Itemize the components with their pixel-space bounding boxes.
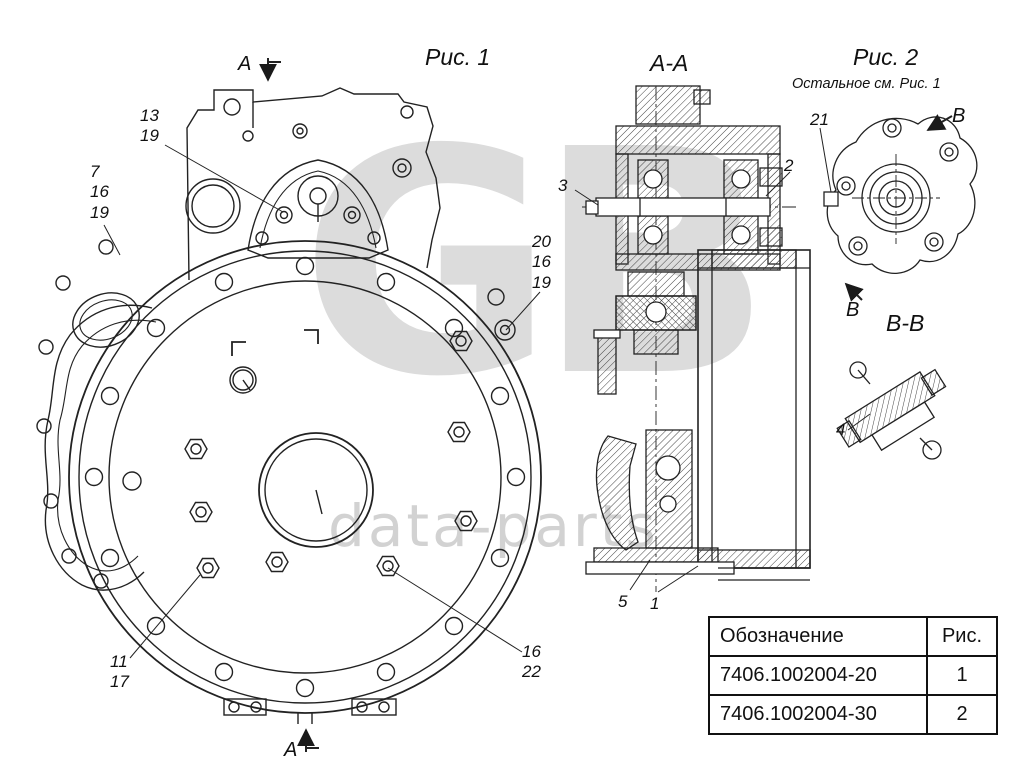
upper-bearing-assembly xyxy=(585,85,783,271)
callout-13-19: 13 19 xyxy=(140,106,159,147)
table-row: 7406.1002004-30 2 xyxy=(708,694,998,735)
designation-cell: 7406.1002004-30 xyxy=(708,694,928,735)
section-mark-a xyxy=(259,58,319,752)
housing-flange xyxy=(68,240,542,714)
section-mark-b xyxy=(844,114,953,302)
central-opening xyxy=(258,432,374,548)
callout-5: 5 xyxy=(618,592,628,611)
fig1-drawing xyxy=(36,58,542,752)
callout-number: 16 xyxy=(90,182,109,202)
side-cover xyxy=(36,239,157,591)
gear-train xyxy=(593,271,697,395)
section-marker-b-bottom: В xyxy=(846,299,860,321)
section-aa-title: А-А xyxy=(650,50,689,76)
figure-cell: 1 xyxy=(926,655,998,696)
col-designation-header: Обозначение xyxy=(708,616,928,657)
callout-7-16-19: 7 16 19 xyxy=(90,162,109,223)
callout-number: 16 xyxy=(522,642,541,661)
leader-lines xyxy=(103,127,871,659)
fig2-title: Рис. 2 xyxy=(853,44,919,70)
callout-4: 4 xyxy=(836,420,846,439)
callout-number: 16 xyxy=(532,252,551,272)
section-bb-drawing xyxy=(836,361,947,460)
callout-11-17: 11 17 xyxy=(110,652,129,693)
callout-number: 19 xyxy=(140,126,159,146)
callout-number: 17 xyxy=(110,672,129,692)
clutch-housing-wall xyxy=(697,249,811,569)
table-header-row: Обозначение Рис. xyxy=(708,616,998,657)
section-marker-b-top: В xyxy=(952,105,966,127)
figure-cell: 2 xyxy=(926,694,998,735)
callout-number: 19 xyxy=(90,202,109,222)
callout-number: 11 xyxy=(110,652,128,671)
callout-number: 13 xyxy=(140,106,159,125)
callout-2: 2 xyxy=(784,156,794,175)
callout-16-22: 16 22 xyxy=(522,642,541,683)
callout-20-16-19: 20 16 19 xyxy=(532,232,551,293)
designation-cell: 7406.1002004-20 xyxy=(708,655,928,696)
callout-1: 1 xyxy=(650,594,660,613)
release-mechanism xyxy=(585,429,810,581)
section-aa-drawing xyxy=(582,85,811,592)
table-row: 7406.1002004-20 1 xyxy=(708,655,998,696)
fig1-title: Рис. 1 xyxy=(425,44,491,70)
callout-number: 19 xyxy=(532,272,551,292)
callout-number: 7 xyxy=(90,162,100,181)
callout-3: 3 xyxy=(558,176,568,195)
callout-number: 22 xyxy=(522,662,541,682)
bottom-feet xyxy=(223,698,397,724)
callout-21: 21 xyxy=(810,110,829,129)
face-details xyxy=(122,288,516,579)
section-marker-a-bottom: А xyxy=(284,739,298,761)
fig2-note: Остальное см. Рис. 1 xyxy=(792,76,941,92)
callout-number: 20 xyxy=(532,232,551,251)
designation-table: Обозначение Рис. 7406.1002004-20 1 7406.… xyxy=(708,616,998,735)
section-bb-title: В-В xyxy=(886,310,925,336)
fig2-drawing xyxy=(823,114,978,302)
gear-case xyxy=(185,87,441,281)
col-figure-header: Рис. xyxy=(926,616,998,657)
section-marker-a-top: А xyxy=(238,53,252,75)
